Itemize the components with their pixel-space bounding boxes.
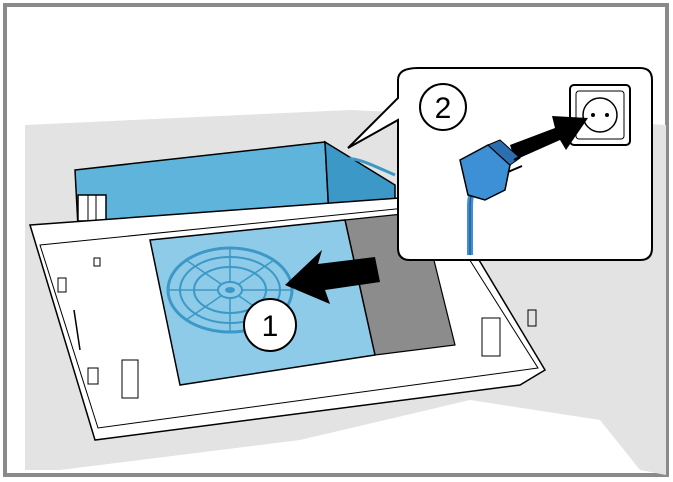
arrow-left-icon <box>285 250 380 304</box>
socket-icon <box>569 84 631 146</box>
arrow-right-icon <box>510 116 588 160</box>
fan-icon <box>166 246 294 334</box>
step-1-number: 1 <box>262 310 279 343</box>
latch-clip <box>77 194 107 222</box>
plug-icon <box>459 139 529 255</box>
step-1-marker: 1 <box>243 298 297 352</box>
step-2-number: 2 <box>435 92 452 125</box>
step-2-marker: 2 <box>419 83 467 131</box>
